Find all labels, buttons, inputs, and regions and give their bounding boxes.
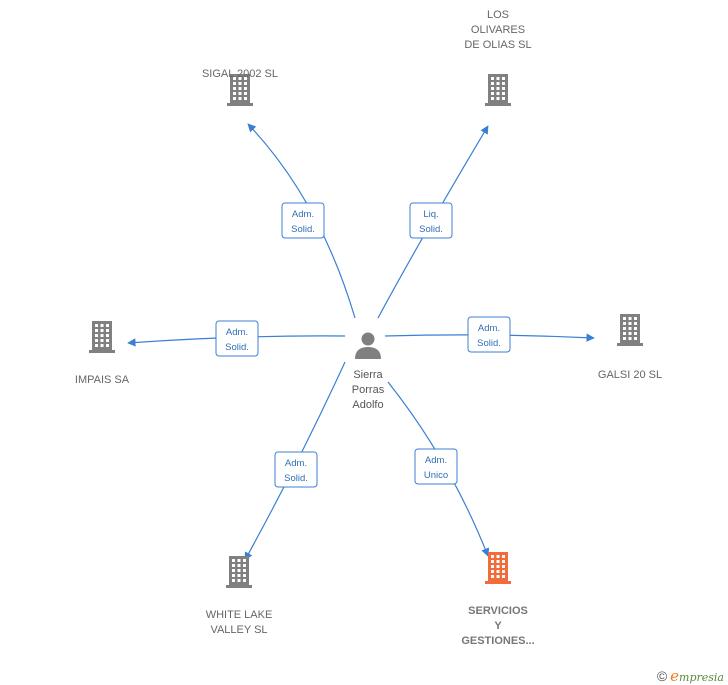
company-label-whitelake: VALLEY SL: [210, 624, 267, 636]
role-badge-impais[interactable]: Adm. Solid.: [215, 320, 259, 357]
building-icon-olivares[interactable]: [485, 74, 511, 106]
role-text: Adm.: [226, 327, 248, 338]
role-text: Solid.: [291, 224, 315, 235]
company-label-olivares: DE OLIAS SL: [464, 39, 531, 51]
role-text: Solid.: [477, 338, 501, 349]
company-label-galsi: GALSI 20 SL: [598, 369, 662, 381]
person-name-label: Sierra: [353, 369, 383, 381]
role-badge-galsi[interactable]: Adm. Solid.: [467, 316, 511, 353]
role-badge-sigal[interactable]: Adm. Solid.: [281, 202, 325, 239]
building-icon-whitelake[interactable]: [226, 556, 252, 588]
company-label-olivares: LOS: [487, 9, 509, 21]
brand-name: mpresia: [679, 671, 724, 684]
copyright-symbol: ©: [656, 668, 668, 684]
person-name-label: Adolfo: [352, 399, 383, 411]
role-badge-olivares[interactable]: Liq. Solid.: [409, 202, 453, 239]
role-text: Solid.: [225, 342, 249, 353]
company-label-servicios: Y: [494, 620, 502, 632]
person-name-label: Porras: [352, 384, 385, 396]
role-text: Adm.: [478, 323, 500, 334]
role-text: Liq.: [423, 209, 438, 220]
empresia-brand[interactable]: ©empresia: [657, 667, 724, 685]
building-icon-galsi[interactable]: [617, 314, 643, 346]
role-text: Adm.: [285, 458, 307, 469]
company-label-servicios: GESTIONES...: [461, 635, 534, 647]
company-label-whitelake: WHITE LAKE: [206, 609, 273, 621]
company-label-servicios: SERVICIOS: [468, 605, 528, 617]
role-text: Solid.: [419, 224, 443, 235]
building-icon-sigal[interactable]: [227, 74, 253, 106]
role-badge-whitelake[interactable]: Adm. Solid.: [274, 451, 318, 488]
role-text: Adm.: [425, 455, 447, 466]
building-icon-impais[interactable]: [89, 321, 115, 353]
role-text: Adm.: [292, 209, 314, 220]
person-icon[interactable]: [355, 332, 381, 360]
role-text: Unico: [424, 470, 448, 481]
role-text: Solid.: [284, 473, 308, 484]
brand-initial: e: [670, 667, 680, 685]
company-label-olivares: OLIVARES: [471, 24, 525, 36]
company-label-impais: IMPAIS SA: [75, 374, 130, 386]
building-icon-servicios[interactable]: [485, 552, 511, 584]
role-badge-servicios[interactable]: Adm. Unico: [414, 448, 458, 485]
company-label-sigal: SIGAL 2002 SL: [202, 68, 278, 80]
